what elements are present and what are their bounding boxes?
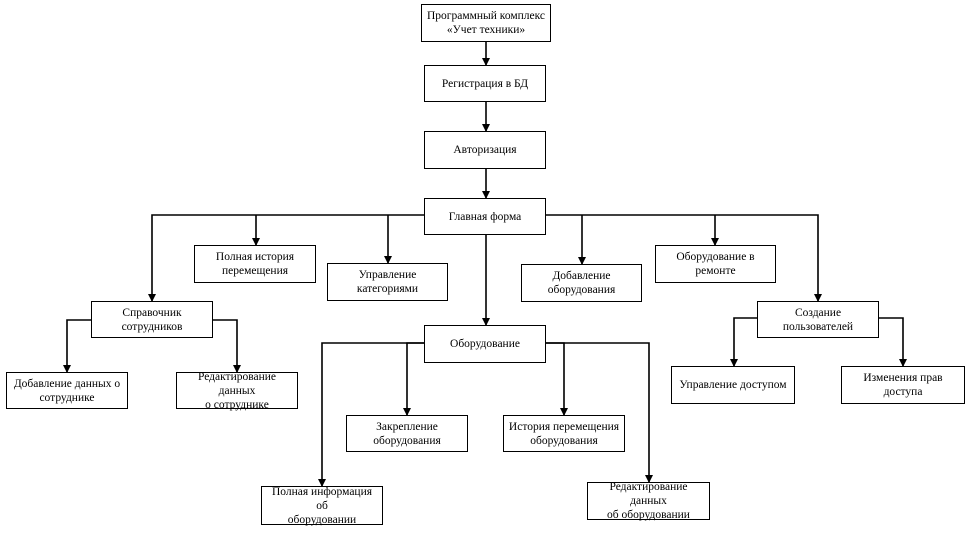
node-label-line: Управление [358, 269, 417, 281]
connector-arrow-employee-directory-edit-employee-data [213, 319, 241, 373]
node-label-line: Редактирование данных [197, 370, 277, 397]
node-label-line: перемещения [221, 265, 289, 277]
connector-arrow-equipment-movement-history [546, 342, 568, 416]
node-edit-equipment-data: Редактирование данных об оборудовании [587, 480, 710, 522]
node-label: Оборудование в ремонте [676, 250, 754, 278]
node-add-equipment: Добавление оборудования [521, 264, 642, 302]
node-label-line: оборудования [547, 284, 616, 296]
node-label-line: Программный комплекс [426, 10, 546, 22]
node-category-management: Управление категориями [327, 263, 448, 301]
node-main-form: Главная форма [424, 198, 546, 235]
node-label-line: Оборудование в [676, 251, 755, 263]
node-label-line: Регистрация в БД [441, 77, 529, 90]
node-label-line: Авторизация [453, 144, 517, 156]
connector-arrow-main-form-employee-directory [148, 214, 424, 302]
node-label-line: Справочник [122, 306, 182, 319]
node-label: Добавление оборудования [548, 269, 616, 297]
node-label-line: «Учет техники» [446, 24, 526, 36]
node-label: Оборудование [450, 337, 520, 351]
node-label-line: Главная форма [448, 210, 522, 223]
node-label: Управление доступом [679, 378, 786, 392]
node-label-line: ремонте [695, 265, 736, 277]
node-label-line: о сотруднике [205, 398, 269, 411]
node-label: Авторизация [453, 143, 516, 157]
node-label-line: об оборудовании [607, 509, 690, 521]
node-label-line: оборудования [530, 434, 598, 447]
node-label-line: оборудования [373, 434, 441, 447]
connector-arrow-create-users-change-access-rights [879, 317, 907, 367]
connector-arrow-create-users-access-control [730, 317, 757, 367]
connector-arrow-equipment-edit-equipment-data [546, 342, 653, 483]
connector-arrow-equipment-assign-equipment [403, 342, 424, 416]
node-software-complex: Программный комплекс «Учет техники» [421, 4, 551, 42]
node-create-users: Создание пользователей [757, 301, 879, 338]
connector-arrow-main-form-create-users [546, 214, 822, 302]
node-label-line: сотруднике [39, 391, 95, 404]
node-label-line: Оборудование [450, 338, 520, 350]
node-access-control: Управление доступом [671, 366, 795, 404]
node-change-access-rights: Изменения прав доступа [841, 366, 965, 404]
node-label: Главная форма [449, 210, 522, 224]
node-label: Редактирование данных об оборудовании [592, 480, 705, 522]
connector-arrow-employee-directory-add-employee-data [63, 319, 91, 373]
node-equipment: Оборудование [424, 325, 546, 363]
node-authorization: Авторизация [424, 131, 546, 169]
node-label-line: Редактирование данных [609, 481, 688, 507]
node-label: Регистрация в БД [442, 77, 528, 91]
node-label-line: категориями [356, 283, 419, 295]
connector-arrow-equipment-full-equipment-info [318, 342, 424, 487]
node-label-line: Управление доступом [679, 379, 787, 391]
node-label: Программный комплекс «Учет техники» [427, 9, 545, 37]
node-db-registration: Регистрация в БД [424, 65, 546, 102]
node-label-line: Создание пользователей [782, 306, 854, 333]
node-full-movement-history: Полная история перемещения [194, 245, 316, 283]
node-label-line: Изменения прав доступа [863, 372, 943, 398]
node-label: Изменения прав доступа [846, 371, 960, 399]
node-label-line: сотрудников [121, 320, 183, 333]
node-label: Управление категориями [357, 268, 418, 296]
node-label: Создание пользователей [762, 306, 874, 334]
node-label-line: Полная информация об [271, 485, 373, 512]
node-label-line: оборудовании [287, 513, 357, 526]
node-label-line: Закрепление [376, 420, 438, 433]
node-label-line: Полная история [215, 251, 295, 263]
node-label-line: История перемещения [508, 420, 620, 433]
node-label: Полная история перемещения [216, 250, 294, 278]
node-label-line: Добавление [552, 270, 611, 282]
node-label-line: Добавление данных о [13, 377, 121, 390]
node-equipment-in-repair: Оборудование в ремонте [655, 245, 776, 283]
